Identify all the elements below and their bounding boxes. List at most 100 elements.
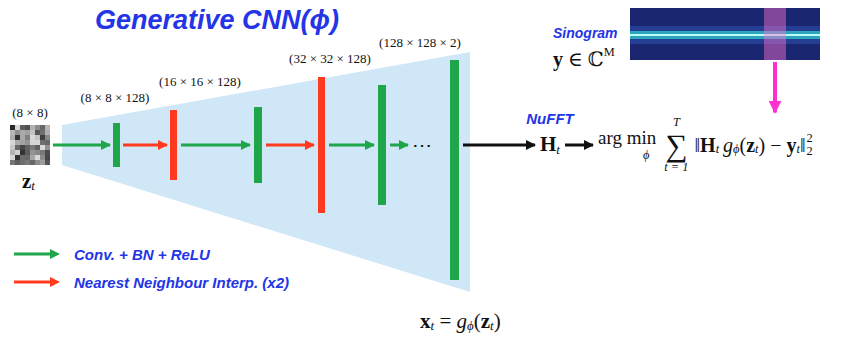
- noise-cell: [40, 145, 45, 150]
- edge-arrow: [53, 144, 110, 147]
- sinogram-background: [630, 8, 820, 60]
- noise-cell: [15, 130, 20, 135]
- norm-exponent: 22: [807, 132, 813, 158]
- legend-text: Conv. + BN + ReLU: [74, 246, 210, 263]
- operator-label: NuFFT: [526, 111, 573, 128]
- legend-row: Conv. + BN + ReLU: [12, 240, 289, 268]
- dimension-slot: (8 × 8): [12, 106, 48, 121]
- noise-cell: [45, 160, 50, 165]
- dimension-slot: (8 × 8 × 128): [81, 91, 150, 106]
- math-symbol: NuFFT: [526, 111, 573, 128]
- conv-feature-bar: [378, 85, 386, 205]
- noise-cell: [35, 145, 40, 150]
- math-symbol: t: [31, 179, 35, 193]
- noise-cell: [20, 130, 25, 135]
- noise-cell: [25, 130, 30, 135]
- sinogram-arrow: [773, 62, 777, 112]
- math-symbol: 2: [807, 145, 813, 158]
- dimension-slot: (16 × 16 × 128): [159, 75, 241, 90]
- noise-cell: [15, 135, 20, 140]
- latent-symbol: zt: [22, 170, 35, 193]
- noise-cell: [15, 155, 20, 160]
- sinogram-glow: [630, 26, 820, 44]
- math-symbol: Sinogram: [553, 26, 618, 41]
- noise-cell: [10, 150, 15, 155]
- math-symbol: y: [553, 48, 563, 70]
- noise-cell: [35, 125, 40, 130]
- noise-cell: [40, 160, 45, 165]
- sinogram-image: [630, 8, 820, 60]
- output-feature-bar: (128 × 128 × 2): [450, 60, 459, 280]
- sinogram-band: [630, 31, 820, 39]
- dimension-label: (8 × 8 × 128): [81, 91, 150, 106]
- noise-cell: [10, 140, 15, 145]
- noise-cell: [35, 140, 40, 145]
- noise-cell: [30, 160, 35, 165]
- upsample-feature-bar: (32 × 32 × 128): [318, 77, 325, 213]
- math-symbol: −: [770, 134, 781, 156]
- legend: Conv. + BN + ReLU Nearest Neighbour Inter…: [12, 240, 289, 296]
- math-symbol: t: [796, 143, 799, 157]
- noise-cell: [30, 135, 35, 140]
- noise-cell: [30, 145, 35, 150]
- math-symbol: (: [474, 310, 481, 333]
- math-symbol: ϕ: [467, 319, 474, 333]
- noise-cell: [30, 140, 35, 145]
- math-symbol: H: [700, 134, 716, 156]
- math-symbol: y: [786, 134, 796, 156]
- sum-term: T∑t = 1: [664, 116, 688, 173]
- math-symbol: x: [420, 310, 431, 333]
- noise-cell: [40, 140, 45, 145]
- noise-cell: [25, 160, 30, 165]
- dimension-slot: (128 × 128 × 2): [379, 36, 461, 51]
- legend-text: Nearest Neighbour Interp. (x2): [74, 274, 289, 291]
- noise-cell: [40, 125, 45, 130]
- noise-cell: [25, 145, 30, 150]
- conv-feature-bar: (8 × 8 × 128): [113, 123, 120, 167]
- output-equation: xt=gϕ(zt): [420, 310, 501, 333]
- conv-feature-bar: [254, 107, 262, 183]
- conv-arrow: [390, 144, 408, 147]
- diagram-title: Generative CNN(ϕ): [95, 5, 339, 36]
- operator-symbol: Ht: [540, 133, 560, 156]
- math-symbol: ∈ ℂ: [568, 48, 604, 70]
- noise-cell: [25, 140, 30, 145]
- noise-cell: [10, 160, 15, 165]
- noise-cell: [30, 130, 35, 135]
- conv-arrow: [329, 144, 374, 147]
- noise-cell: [45, 140, 50, 145]
- noise-cell: [25, 125, 30, 130]
- math-symbol: z: [22, 170, 31, 193]
- noise-cell: [15, 140, 20, 145]
- noise-cell: [30, 125, 35, 130]
- noise-cell: [45, 145, 50, 150]
- noise-cell: [35, 135, 40, 140]
- noise-cell: [30, 155, 35, 160]
- noise-cell: [20, 155, 25, 160]
- nufft-arrow: [463, 144, 535, 147]
- noise-cell: [10, 135, 15, 140]
- noise-cell: [45, 155, 50, 160]
- noise-cell: [20, 160, 25, 165]
- math-symbol: T: [673, 116, 680, 129]
- sinogram-label: Sinogram: [553, 26, 618, 41]
- noise-cell: [25, 150, 30, 155]
- noise-cell: [20, 125, 25, 130]
- math-symbol: ϕ: [733, 143, 739, 157]
- noise-cell: [20, 145, 25, 150]
- noise-cell: [35, 160, 40, 165]
- math-symbol: t: [716, 143, 719, 157]
- noise-cell: [40, 130, 45, 135]
- math-symbol: ‖: [694, 134, 700, 156]
- math-symbol: M: [604, 46, 615, 60]
- dimension-label: (16 × 16 × 128): [159, 75, 241, 90]
- math-symbol: z: [481, 310, 490, 333]
- sinogram-line: [630, 34, 820, 36]
- noise-cell: [25, 135, 30, 140]
- conv-arrow: [181, 144, 250, 147]
- noise-cell: [35, 155, 40, 160]
- noise-cell: [45, 150, 50, 155]
